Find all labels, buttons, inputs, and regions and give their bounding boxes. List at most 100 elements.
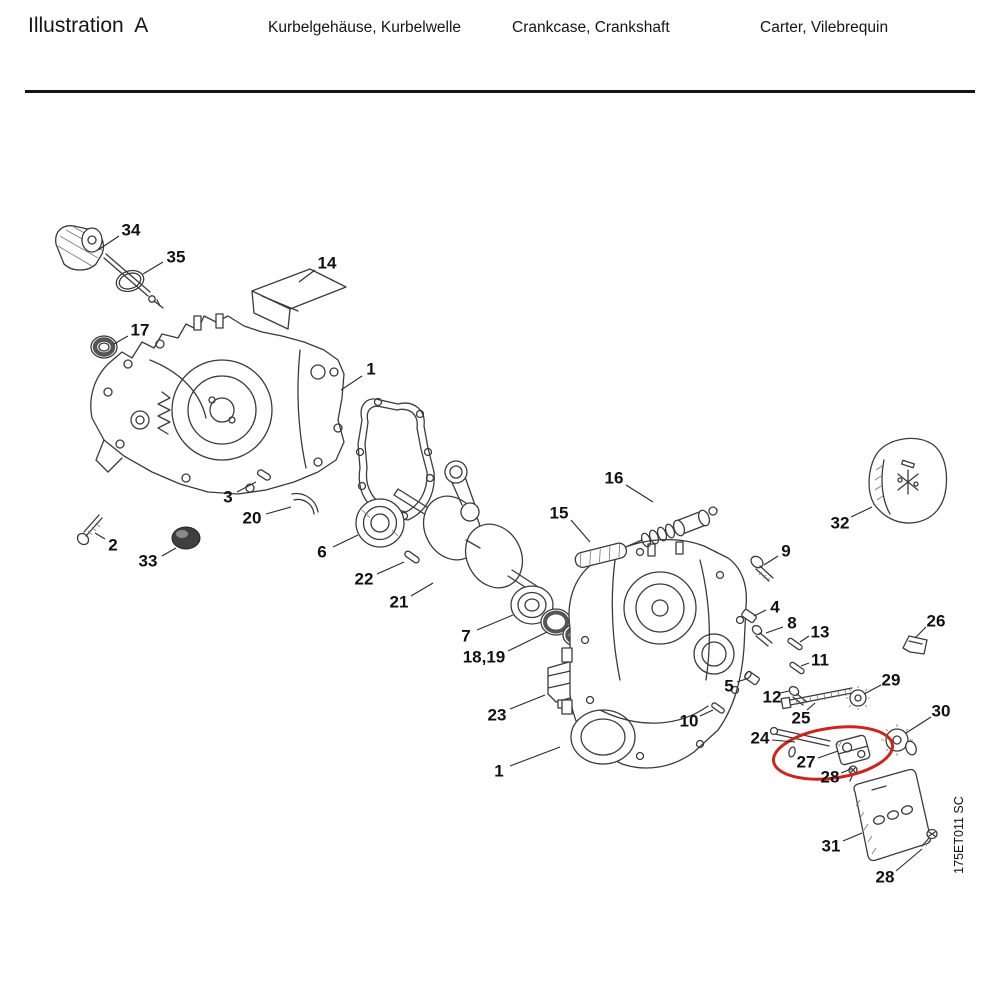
leader-line-9 [763, 555, 779, 566]
part-label-35: 35 [167, 248, 186, 267]
part-label-7: 7 [461, 627, 470, 646]
oil-seal-part-17 [90, 335, 118, 359]
part-label-22: 22 [355, 570, 374, 589]
part-label-13: 13 [811, 623, 830, 642]
part-label-1: 1 [366, 360, 375, 379]
leader-line-32 [850, 506, 873, 518]
part-label-2: 2 [108, 536, 117, 555]
part-label-8: 8 [787, 614, 796, 633]
sleeve-part-4 [741, 608, 757, 624]
leader-line-15 [570, 519, 591, 543]
part-label-27: 27 [797, 753, 816, 772]
screw-part-9 [750, 555, 774, 582]
part-label-28: 28 [876, 868, 895, 887]
part-label-24: 24 [751, 729, 770, 748]
oil-pump-worm-part-15 [574, 539, 643, 569]
part-label-10: 10 [680, 712, 699, 731]
leader-line-6 [332, 534, 359, 548]
leader-line-17 [113, 335, 129, 345]
leader-line-12 [779, 690, 790, 694]
leader-line-8 [765, 626, 784, 634]
pin-part-13 [787, 637, 803, 651]
part-label-15: 15 [550, 504, 569, 523]
part-label-25: 25 [792, 709, 811, 728]
subtitle-english: Crankcase, Crankshaft [512, 19, 670, 36]
part-label-33: 33 [139, 552, 158, 571]
leader-line-1 [509, 746, 561, 767]
pin-part-3 [256, 469, 272, 481]
part-label-18,19: 18,19 [463, 648, 506, 667]
leader-line-23 [509, 694, 546, 710]
part-label-4: 4 [770, 598, 780, 617]
part-label-23: 23 [488, 706, 507, 725]
highlight-circle-part-27 [771, 725, 895, 781]
part-label-16: 16 [605, 469, 624, 488]
plug-part-33 [171, 526, 201, 550]
subtitle-french: Carter, Vilebrequin [760, 19, 889, 36]
part-label-21: 21 [390, 593, 409, 612]
segment-part-20 [291, 492, 319, 515]
ring-part-35 [115, 269, 145, 293]
leader-line-27 [817, 750, 839, 759]
leader-line-5 [736, 678, 747, 683]
screw-part-28-lower [921, 828, 938, 847]
leader-line-33 [161, 547, 177, 557]
part-label-31: 31 [822, 837, 841, 856]
deflector-plate-part-14 [251, 268, 347, 330]
screw-part-12 [788, 685, 808, 706]
ball-bearing-part-6 [355, 498, 405, 548]
leader-line-21 [410, 582, 434, 597]
leader-line-16 [625, 484, 654, 503]
leader-line-7 [476, 614, 514, 631]
part-label-26: 26 [927, 612, 946, 631]
leader-line-1 [340, 375, 363, 391]
shroud-part-32 [868, 437, 948, 524]
clip-part-26 [902, 635, 928, 655]
drawing-code: 175ET011 SC [952, 796, 966, 874]
screw-part-2 [76, 514, 103, 546]
leader-line-10 [699, 709, 714, 717]
adjusting-screw-part-25 [780, 687, 853, 710]
leader-line-11 [800, 662, 810, 667]
part-label-11: 11 [811, 651, 829, 670]
part-label-1: 1 [494, 762, 503, 781]
pump-spring-plunger-part-16 [640, 506, 718, 548]
oil-pump-assembly [55, 225, 164, 309]
leader-line-14 [298, 269, 316, 283]
crankcase-gasket [355, 397, 435, 521]
part-label-6: 6 [317, 543, 326, 562]
pin-part-11 [789, 661, 805, 675]
part-label-9: 9 [781, 542, 790, 561]
leader-line-31 [842, 832, 863, 842]
leader-line-26 [914, 626, 927, 639]
leader-line-24 [771, 739, 796, 743]
leader-line-25 [806, 702, 816, 711]
leader-line-3 [236, 481, 257, 493]
part-label-29: 29 [882, 671, 901, 690]
part-label-30: 30 [932, 702, 951, 721]
part-label-34: 34 [122, 221, 141, 240]
guide-plate-part-31 [853, 768, 932, 862]
leader-line-20 [265, 506, 292, 515]
crankcase-half-clutch-side [561, 538, 748, 769]
leader-line-13 [799, 635, 810, 643]
leader-line-28 [840, 768, 852, 774]
tensioner-slide-part-27 [835, 734, 871, 766]
leader-line-30 [905, 716, 932, 734]
leader-line-4 [753, 609, 767, 617]
leader-line-2 [94, 532, 106, 540]
sprocket-part-29 [846, 686, 870, 710]
leader-line-35 [142, 261, 164, 275]
leader-line-22 [376, 561, 405, 575]
crankshaft-part-21 [393, 460, 547, 600]
header-divider [25, 90, 975, 93]
part-label-3: 3 [223, 488, 232, 507]
part-label-20: 20 [243, 509, 262, 528]
leader-line-18,19 [507, 631, 548, 652]
pin-part-10 [711, 702, 725, 714]
leader-line-28 [895, 848, 923, 872]
part-label-5: 5 [724, 677, 733, 696]
woodruff-key-part-22 [404, 550, 420, 564]
